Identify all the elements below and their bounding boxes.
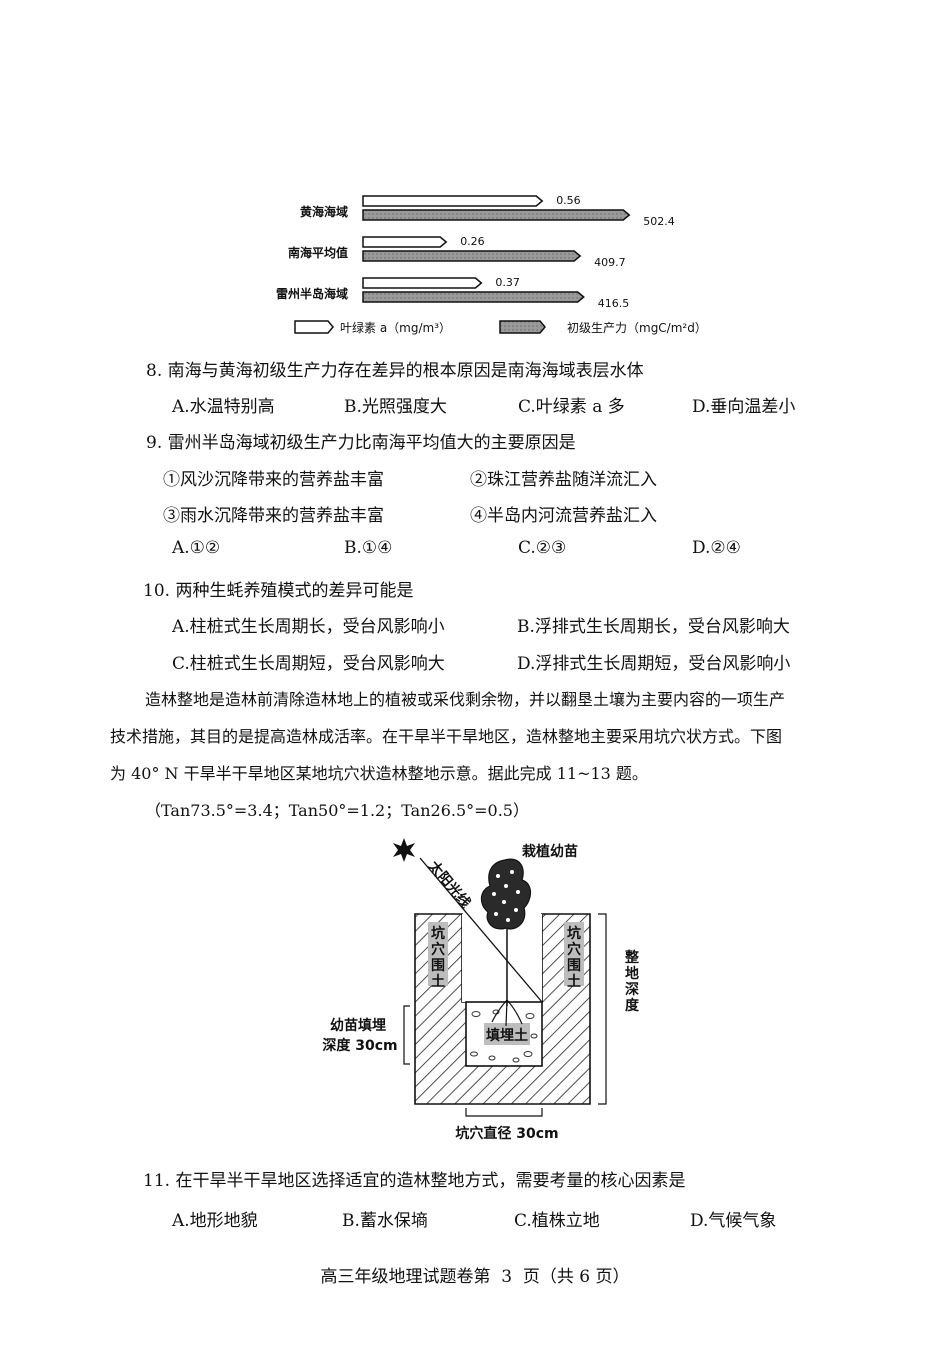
q11-option-c[interactable]: C.植株立地 (514, 1211, 600, 1231)
productivity-bar (362, 209, 631, 221)
seedling-crown (480, 858, 532, 930)
chlorophyll-bar (362, 277, 483, 289)
q8-option-d[interactable]: D.垂向温差小 (692, 397, 796, 417)
passage-line-2: 技术措施，其目的是提高造林成活率。在干旱半干旱地区，造林整地主要采用坑穴状方式。… (110, 727, 783, 746)
left-soil-label: 坑穴围土 (431, 925, 445, 990)
productivity-value-label: 502.4 (643, 215, 675, 228)
sunlight-label: 太阳光线 (425, 858, 474, 912)
q11-option-a[interactable]: A.地形地貌 (172, 1211, 258, 1231)
prep-depth-label: 整地深度 (624, 949, 640, 1014)
diameter-bracket (465, 1108, 543, 1117)
category-label: 雷州半岛海域 (276, 286, 348, 301)
q9-item-1: ①风沙沉降带来的营养盐丰富 (163, 470, 384, 490)
q9-option-b[interactable]: B.①④ (344, 538, 393, 558)
svg-text:坑穴围土: 坑穴围土 (567, 925, 581, 990)
svg-text:整地深度: 整地深度 (624, 949, 640, 1014)
legend-productivity-label: 初级生产力（mgC/m²d） (567, 321, 707, 335)
q9-item-2: ②珠江营养盐随洋流汇入 (470, 470, 657, 490)
chart-legend: 叶绿素 a（mg/m³） 初级生产力（mgC/m²d） (294, 320, 707, 335)
q11-option-b[interactable]: B.蓄水保墒 (342, 1211, 428, 1231)
q10-option-b[interactable]: B.浮排式生长周期长，受台风影响大 (517, 617, 790, 637)
q9-item-3: ③雨水沉降带来的营养盐丰富 (163, 506, 384, 526)
fill-depth-label-line2: 深度 30cm (322, 1037, 397, 1054)
chlorophyll-bar (362, 236, 448, 248)
crown-texture (492, 870, 520, 922)
productivity-value-label: 409.7 (594, 256, 626, 269)
fill-depth-label-line1: 幼苗填埋 (330, 1017, 386, 1034)
q9-option-a[interactable]: A.①② (172, 538, 221, 558)
legend-chlorophyll-swatch (294, 320, 334, 334)
productivity-bar (362, 250, 582, 262)
q8-option-c[interactable]: C.叶绿素 a 多 (518, 397, 625, 417)
diameter-label: 坑穴直径 30cm (455, 1125, 558, 1142)
svg-text:坑穴围土: 坑穴围土 (431, 925, 445, 990)
backfill-soil-label: 填埋土 (486, 1027, 528, 1044)
q11-option-d[interactable]: D.气候气象 (690, 1211, 777, 1231)
bar-chart: 黄海海域 0.56 502.4 南海平均值 0.26 409.7 雷州半岛海域 0.37 416… (276, 194, 707, 335)
tan-values: （Tan73.5°=3.4；Tan50°=1.2；Tan26.5°=0.5） (145, 801, 529, 820)
q9-option-d[interactable]: D.②④ (692, 538, 741, 558)
q11-stem: 11. 在干旱半干旱地区选择适宜的造林整地方式，需要考量的核心因素是 (143, 1171, 686, 1191)
chlorophyll-value-label: 0.26 (460, 235, 485, 248)
right-soil-label: 坑穴围土 (567, 925, 581, 990)
q9-option-c[interactable]: C.②③ (518, 538, 567, 558)
q10-option-d[interactable]: D.浮排式生长周期短，受台风影响小 (517, 654, 791, 674)
passage-line-3: 为 40° N 干旱半干旱地区某地坑穴状造林整地示意。据此完成 11~13 题。 (110, 764, 648, 783)
productivity-value-label: 416.5 (598, 297, 630, 310)
productivity-bar (362, 291, 585, 303)
q10-stem: 10. 两种生蚝养殖模式的差异可能是 (143, 581, 414, 601)
q8-option-a[interactable]: A.水温特别高 (172, 397, 275, 417)
chlorophyll-value-label: 0.37 (495, 276, 520, 289)
q10-option-a[interactable]: A.柱桩式生长周期长，受台风影响小 (172, 617, 445, 637)
q8-stem: 8. 南海与黄海初级生产力存在差异的根本原因是南海海域表层水体 (146, 361, 644, 381)
chlorophyll-bar (362, 195, 544, 207)
passage-line-1: 造林整地是造林前清除造林地上的植被或采伐剩余物，并以翻垦土壤为主要内容的一项生产 (145, 690, 786, 709)
page-footer: 高三年级地理试题卷第 3 页（共 6 页） (320, 1267, 630, 1287)
pit-planting-diagram: 填埋土 太阳光线 栽植幼苗 坑穴围土 坑穴围土 整地深度 幼苗填埋 深度 30c… (322, 838, 640, 1142)
legend-chlorophyll-label: 叶绿素 a（mg/m³） (340, 320, 451, 335)
sun-icon (393, 838, 415, 862)
q10-option-c[interactable]: C.柱桩式生长周期短，受台风影响大 (172, 654, 445, 674)
chlorophyll-value-label: 0.56 (556, 194, 581, 207)
seedling-label: 栽植幼苗 (522, 843, 578, 860)
q9-stem: 9. 雷州半岛海域初级生产力比南海平均值大的主要原因是 (146, 433, 576, 453)
prep-depth-bracket (598, 913, 607, 1105)
legend-productivity-swatch (499, 320, 546, 334)
seedling-roots (491, 999, 523, 1027)
category-label: 南海平均值 (288, 245, 348, 260)
q8-option-b[interactable]: B.光照强度大 (344, 397, 447, 417)
category-label: 黄海海域 (300, 204, 348, 219)
q9-item-4: ④半岛内河流营养盐汇入 (470, 506, 657, 526)
sunlight-ray (419, 857, 543, 1003)
fill-depth-bracket (403, 1005, 410, 1065)
